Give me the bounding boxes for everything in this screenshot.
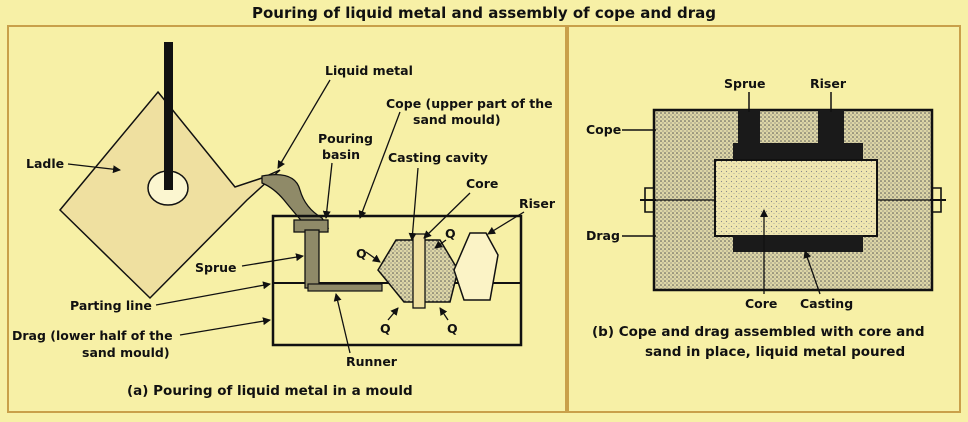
leader-sprue — [241, 253, 304, 267]
label-b-drag: Drag — [586, 228, 620, 243]
riser-shape — [453, 232, 499, 301]
leader-casting-cavity — [408, 167, 419, 241]
label-b-cope: Cope — [586, 122, 621, 137]
caption-panel-b-line2: sand in place, liquid metal poured — [645, 344, 905, 360]
leader-runner — [333, 293, 351, 354]
q-label-4: Q — [447, 321, 458, 336]
label-drag-line2: sand mould) — [82, 345, 170, 360]
ladle-handle — [164, 42, 173, 190]
panel-a-frame — [7, 25, 567, 413]
leader-pouring-basin — [322, 162, 333, 219]
label-sprue: Sprue — [195, 260, 237, 275]
label-b-riser: Riser — [810, 76, 847, 91]
riser-channel — [818, 110, 844, 144]
leader-riser — [487, 211, 525, 235]
diagram-title: Pouring of liquid metal and assembly of … — [251, 4, 717, 22]
caption-panel-b-line1: (b) Cope and drag assembled with core an… — [592, 324, 925, 340]
label-pouring-line1: Pouring — [318, 131, 373, 146]
label-pouring-line2: basin — [322, 147, 360, 162]
label-runner: Runner — [346, 354, 398, 369]
leader-liquid-metal — [277, 79, 331, 169]
panel-b-frame — [567, 25, 961, 413]
leader-cope — [358, 111, 401, 219]
sprue-channel — [738, 110, 760, 144]
leader-drag — [179, 317, 271, 336]
label-liquid-metal: Liquid metal — [325, 63, 413, 78]
leader-b-casting — [803, 250, 821, 295]
bottom-cavity — [733, 235, 863, 252]
mould-box — [271, 214, 523, 347]
label-casting-cavity: Casting cavity — [388, 150, 488, 165]
label-core: Core — [466, 176, 498, 191]
label-cope-line1: Cope (upper part of the — [386, 96, 553, 111]
q-label-2: Q — [445, 226, 456, 241]
sprue-shape — [304, 229, 320, 289]
q-arrow-2 — [434, 239, 447, 249]
top-cavity — [733, 143, 863, 161]
label-b-casting: Casting — [800, 296, 853, 311]
core-shape — [412, 233, 426, 309]
leader-core — [423, 192, 471, 239]
leader-parting-line — [155, 281, 271, 306]
right-clamp — [931, 187, 942, 213]
label-ladle: Ladle — [26, 156, 64, 171]
caption-panel-a: (a) Pouring of liquid metal in a mould — [127, 383, 413, 399]
label-drag-line1: Drag (lower half of the — [12, 328, 173, 343]
label-cope-line2: sand mould) — [413, 112, 501, 127]
q-arrow-1 — [365, 251, 381, 263]
runner-shape — [307, 283, 383, 292]
left-clamp — [644, 187, 655, 213]
q-arrow-4 — [439, 307, 449, 321]
core-body — [714, 159, 878, 237]
q-arrow-3 — [387, 307, 399, 321]
label-b-sprue: Sprue — [724, 76, 766, 91]
q-label-1: Q — [356, 246, 367, 261]
leader-ladle — [67, 163, 121, 174]
label-b-core: Core — [745, 296, 777, 311]
q-label-3: Q — [380, 321, 391, 336]
label-parting-line: Parting line — [70, 298, 152, 313]
label-riser: Riser — [519, 196, 556, 211]
